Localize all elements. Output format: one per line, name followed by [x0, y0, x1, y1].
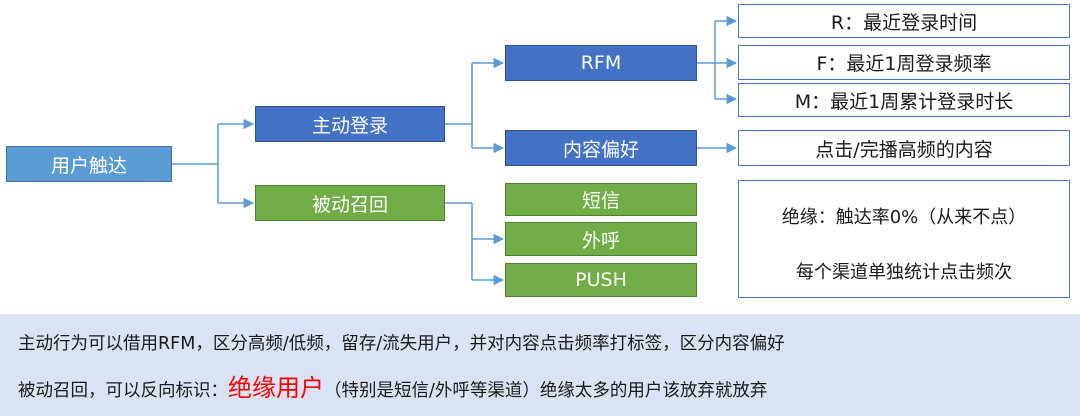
node-rfm: RFM [505, 45, 697, 81]
summary-line-1: 主动行为可以借用RFM，区分高频/低频，留存/流失用户，并对内容点击频率打标签，… [18, 334, 785, 354]
insulated-user-highlight: 绝缘用户 [228, 374, 324, 402]
insulated-note-box: 绝缘：触达率0%（从来不点） 每个渠道单独统计点击频次 [738, 180, 1070, 298]
node-content-preference: 内容偏好 [505, 130, 697, 166]
node-f-frequency: F：最近1周登录频率 [738, 45, 1070, 80]
summary-panel: 主动行为可以借用RFM，区分高频/低频，留存/流失用户，并对内容点击频率打标签，… [0, 314, 1080, 416]
node-call: 外呼 [505, 222, 697, 256]
summary-line-2-after: （特别是短信/外呼等渠道）绝缘太多的用户该放弃就放弃 [324, 381, 768, 401]
node-passive-recall: 被动召回 [255, 185, 445, 221]
summary-line-2-before: 被动召回，可以反向标识： [18, 381, 228, 401]
node-push: PUSH [505, 263, 697, 297]
node-r-recency: R：最近登录时间 [738, 4, 1070, 38]
note-line-1: 绝缘：触达率0%（从来不点） [781, 207, 1027, 228]
node-click-content: 点击/完播高频的内容 [738, 130, 1070, 166]
node-user-reach: 用户触达 [6, 146, 172, 182]
note-line-2: 每个渠道单独统计点击频次 [796, 262, 1012, 283]
node-sms: 短信 [505, 183, 697, 216]
summary-line-2: 被动召回，可以反向标识：绝缘用户（特别是短信/外呼等渠道）绝缘太多的用户该放弃就… [18, 368, 767, 403]
node-active-login: 主动登录 [255, 106, 445, 142]
node-m-monetary: M：最近1周累计登录时长 [738, 83, 1070, 117]
connector-lines [172, 15, 738, 286]
